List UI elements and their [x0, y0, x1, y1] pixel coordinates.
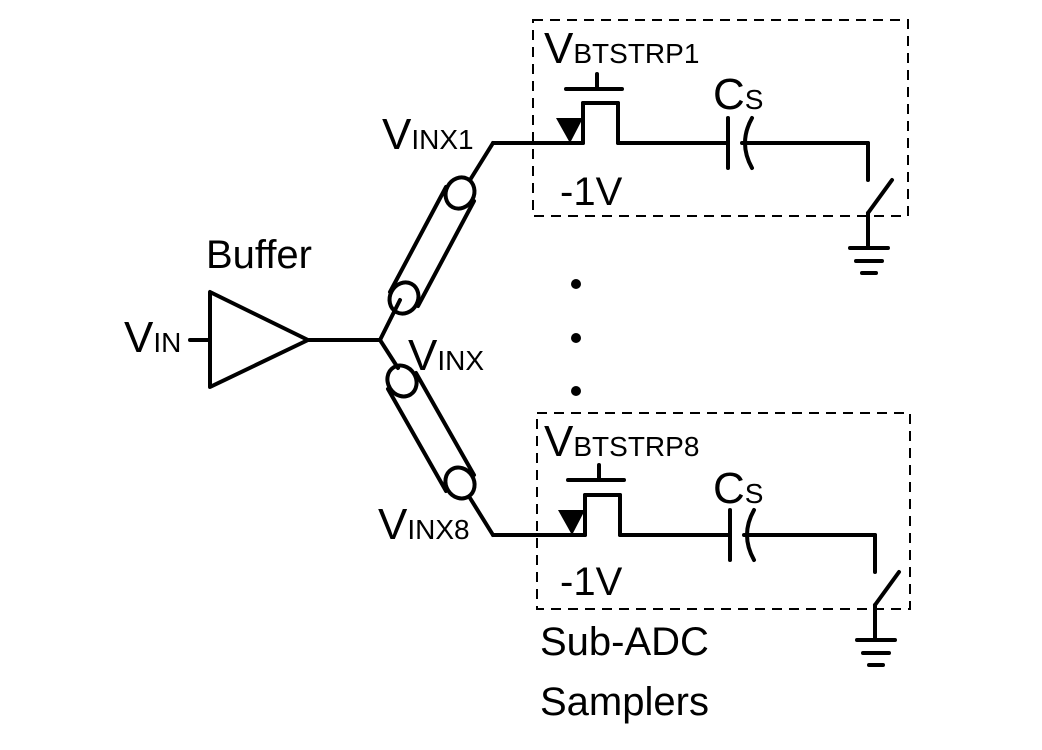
cs1-label: CS [713, 70, 764, 119]
vinx-label: VINX [408, 331, 485, 380]
sampler-channel-1 [491, 72, 894, 275]
sampler-box-8 [536, 412, 911, 610]
pmos-arrow-1 [556, 118, 583, 143]
buffer-triangle [208, 290, 310, 389]
vin-label: VIN [124, 313, 182, 362]
transmission-line-8 [378, 338, 495, 537]
sub-adc-label-line1: Sub-ADC [540, 620, 709, 664]
ellipsis-dot [571, 386, 581, 396]
ellipsis-dot [571, 333, 581, 343]
vinx8-label: VINX8 [378, 500, 470, 549]
ellipsis-dots [571, 279, 583, 399]
buffer-label: Buffer [206, 233, 312, 277]
ellipsis-dot [571, 279, 581, 289]
sampler-box-1 [532, 19, 909, 217]
transmission-line-1 [378, 141, 495, 342]
sub-adc-label-line2: Samplers [540, 680, 709, 724]
vbtstrp1-label: VBTSTRP1 [544, 24, 700, 73]
bias-label-bottom: -1V [560, 560, 623, 604]
vinx1-label: VINX1 [382, 110, 474, 159]
switch-1 [866, 178, 894, 215]
sampler-channel-8 [491, 463, 901, 667]
bias-label-top: -1V [560, 170, 623, 214]
pmos-arrow-8 [558, 510, 585, 535]
vbtstrp8-label: VBTSTRP8 [544, 417, 700, 466]
cs8-label: CS [713, 464, 764, 513]
switch-8 [873, 570, 901, 607]
